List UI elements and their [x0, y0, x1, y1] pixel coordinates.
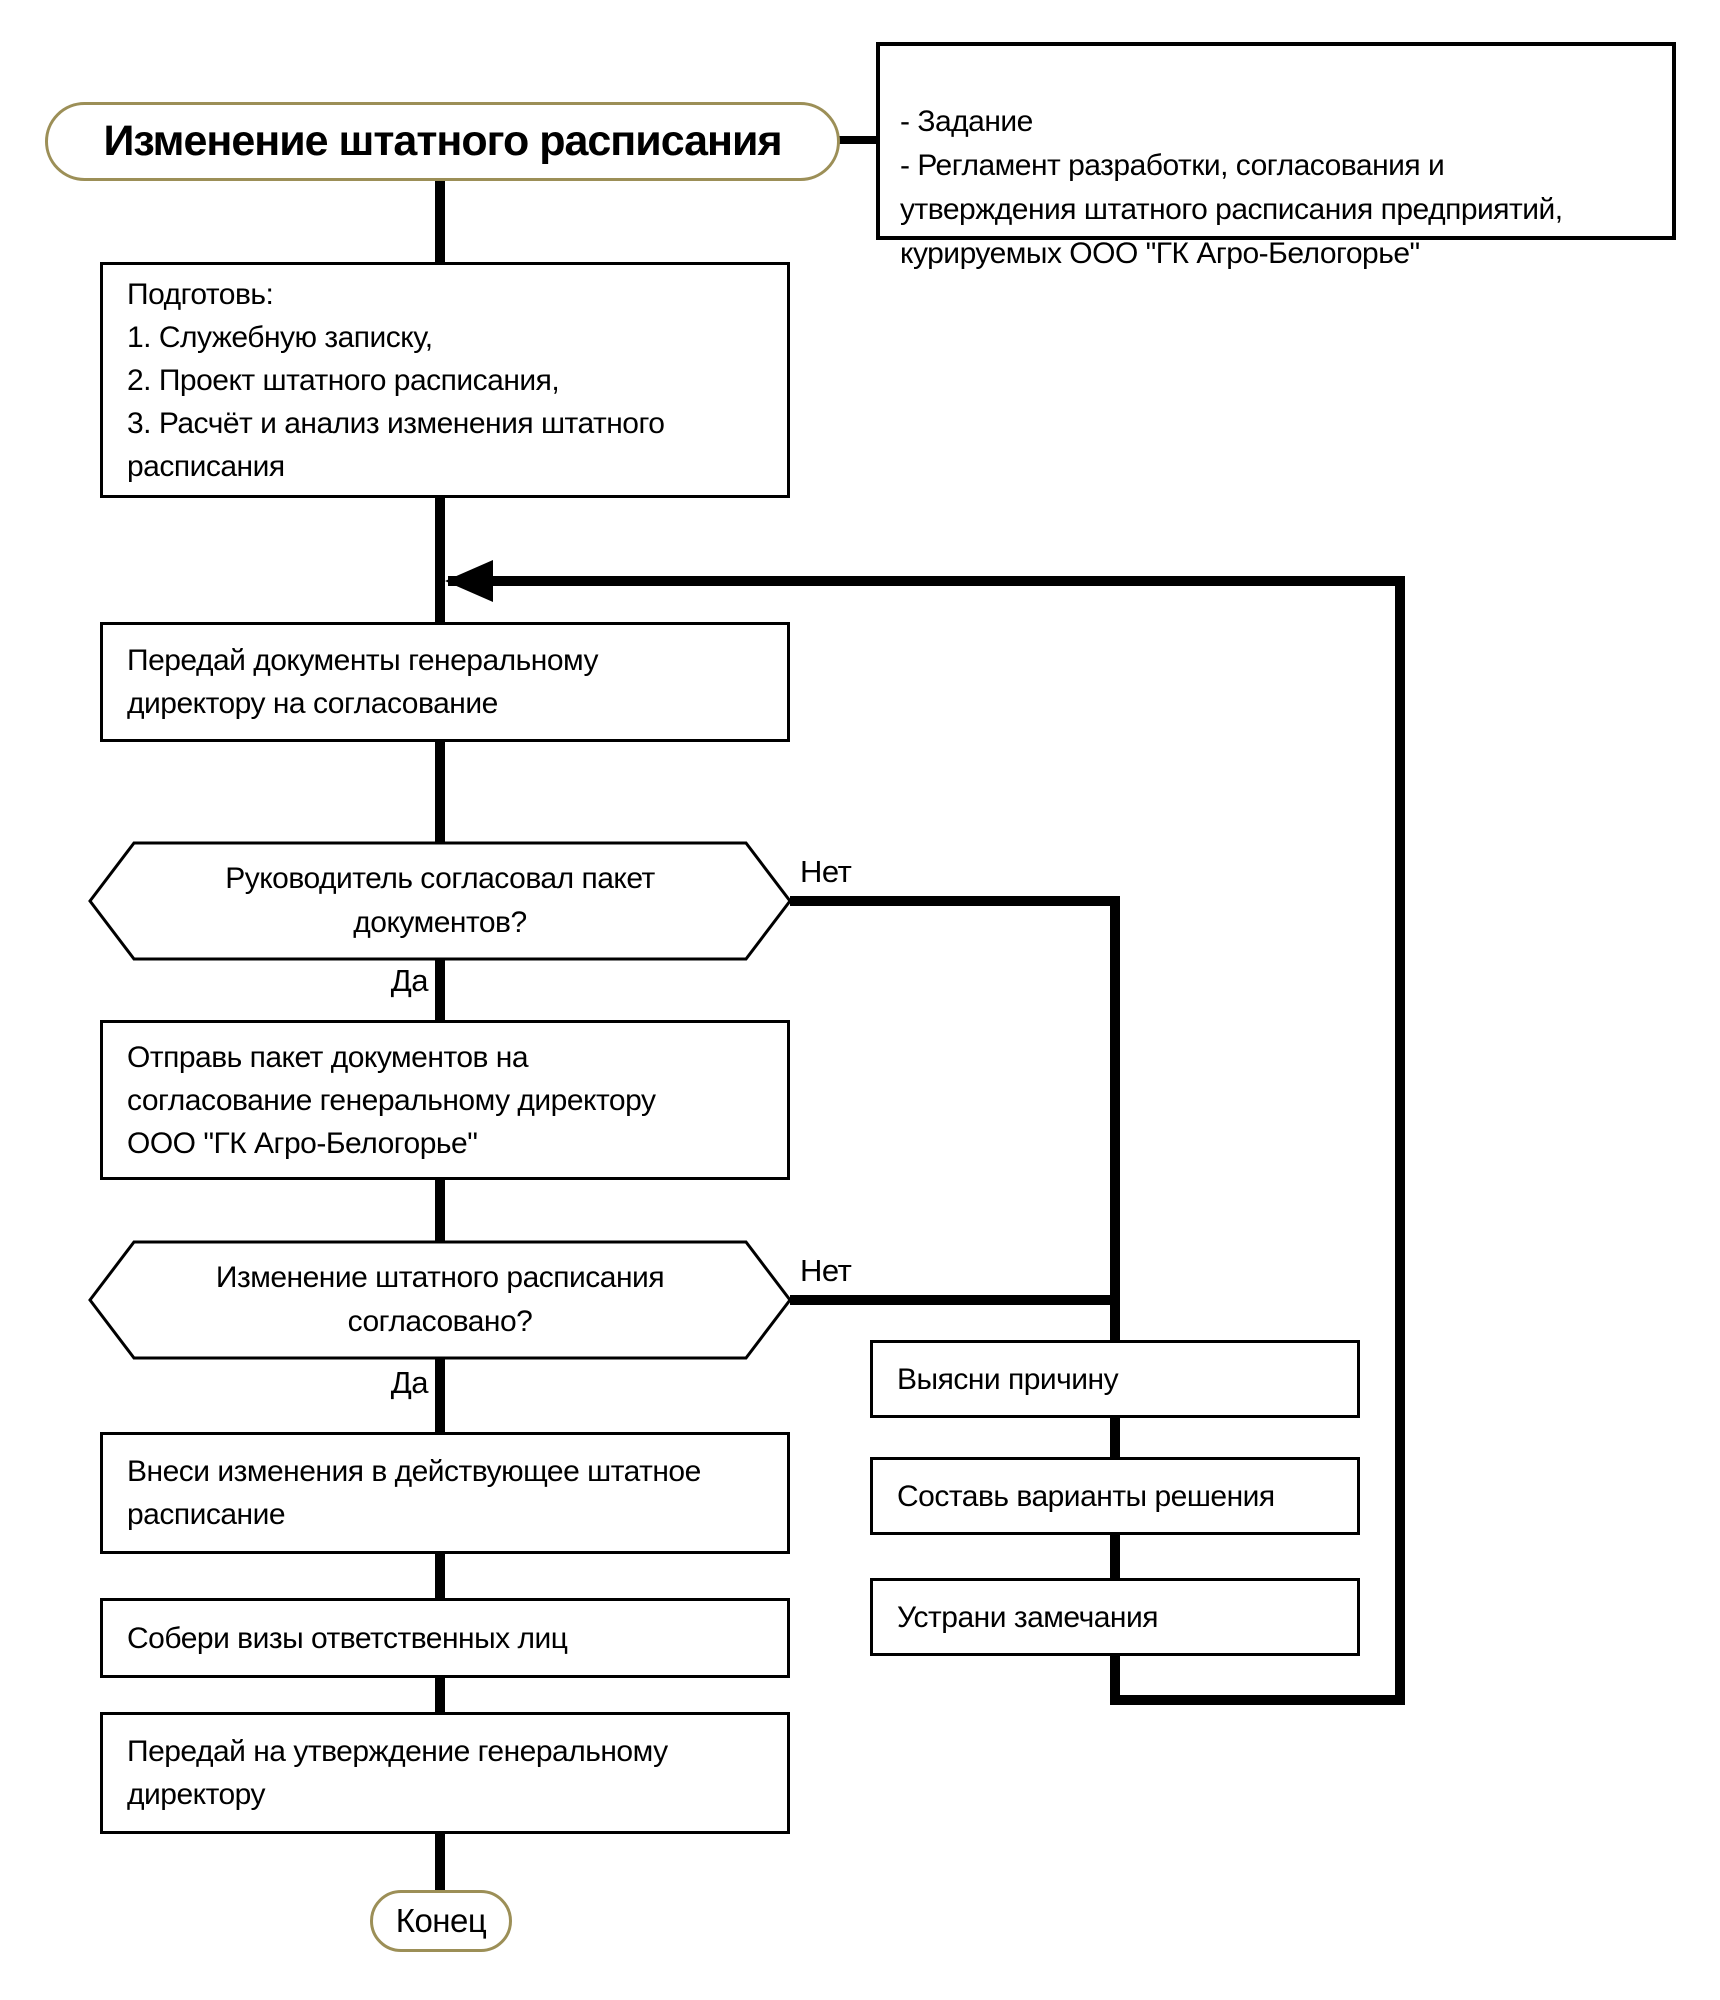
process-box-handover-text: Передай документы генеральному директору…: [127, 644, 599, 720]
annotation-note-text: - Задание - Регламент разработки, соглас…: [900, 105, 1563, 270]
process-box-find-reason: Выясни причину: [870, 1340, 1360, 1418]
process-box-submit-approval-text: Передай на утверждение генеральному дире…: [127, 1735, 668, 1811]
process-box-send-package-text: Отправь пакет документов на согласование…: [127, 1040, 656, 1160]
process-box-fix-remarks: Устрани замечания: [870, 1578, 1360, 1656]
process-box-collect-visas: Собери визы ответственных лиц: [100, 1598, 790, 1678]
process-box-make-solutions-text: Составь варианты решения: [897, 1479, 1275, 1513]
end-terminator: Конец: [370, 1890, 512, 1952]
process-box-apply-changes-text: Внеси изменения в действующее штатное ра…: [127, 1455, 701, 1531]
process-box-submit-approval: Передай на утверждение генеральному дире…: [100, 1712, 790, 1834]
merge-arrowhead: [445, 560, 493, 602]
decision-hexagon-1-shape: [88, 841, 792, 961]
process-box-apply-changes: Внеси изменения в действующее штатное ра…: [100, 1432, 790, 1554]
branch-label-no-1: Нет: [800, 854, 852, 889]
process-box-make-solutions: Составь варианты решения: [870, 1457, 1360, 1535]
decision-box-manager-approved-text: Руководитель согласовал пакет документов…: [225, 862, 655, 939]
branch-label-yes-1: Да: [390, 963, 429, 998]
feedback-loop-line: [448, 576, 1405, 1705]
decision-hexagon-2: [88, 1240, 792, 1360]
decision-box-manager-approved: Руководитель согласовал пакет документов…: [88, 841, 792, 961]
process-box-prepare-text: Подготовь: 1. Служебную записку, 2. Прое…: [127, 277, 665, 483]
decision-hexagon-2-shape: [88, 1240, 792, 1360]
branch-label-yes-2: Да: [390, 1365, 429, 1400]
process-box-send-package: Отправь пакет документов на согласование…: [100, 1020, 790, 1180]
process-box-fix-remarks-text: Устрани замечания: [897, 1600, 1158, 1634]
end-terminator-label: Конец: [395, 1902, 487, 1939]
process-box-find-reason-text: Выясни причину: [897, 1362, 1119, 1396]
decision-box-change-agreed: Изменение штатного расписания согласован…: [88, 1240, 792, 1360]
start-terminator-label: Изменение штатного расписания: [103, 117, 782, 165]
annotation-note-box: - Задание - Регламент разработки, соглас…: [876, 42, 1676, 270]
branch-label-no-2: Нет: [800, 1253, 852, 1288]
process-box-collect-visas-text: Собери визы ответственных лиц: [127, 1621, 568, 1655]
process-box-prepare: Подготовь: 1. Служебную записку, 2. Прое…: [100, 262, 790, 498]
decision-hexagon-1: [88, 841, 792, 961]
process-box-handover: Передай документы генеральному директору…: [100, 622, 790, 742]
decision-box-change-agreed-text: Изменение штатного расписания согласован…: [215, 1261, 665, 1338]
start-terminator: Изменение штатного расписания: [45, 102, 840, 181]
